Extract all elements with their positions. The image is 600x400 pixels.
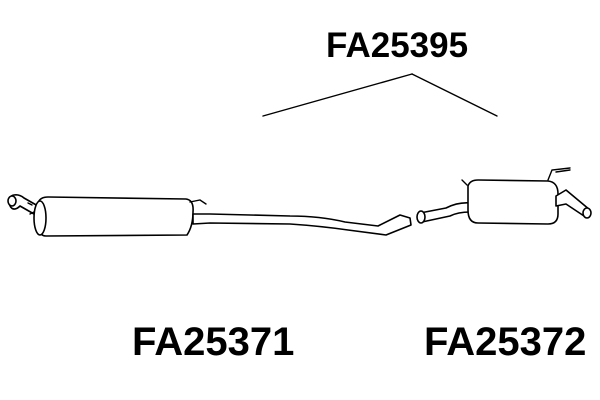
rear-part-number: FA25372 <box>424 320 587 364</box>
front-section-part <box>7 194 412 237</box>
assembly-bracket <box>262 73 498 117</box>
connecting-pipe <box>192 213 412 236</box>
rear-inlet-pipe <box>419 202 471 223</box>
rear-silencer <box>467 179 559 225</box>
rear-section-part <box>416 167 592 225</box>
assembly-part-number: FA25395 <box>326 26 469 65</box>
middle-silencer <box>37 196 194 237</box>
front-part-number: FA25371 <box>132 320 295 364</box>
